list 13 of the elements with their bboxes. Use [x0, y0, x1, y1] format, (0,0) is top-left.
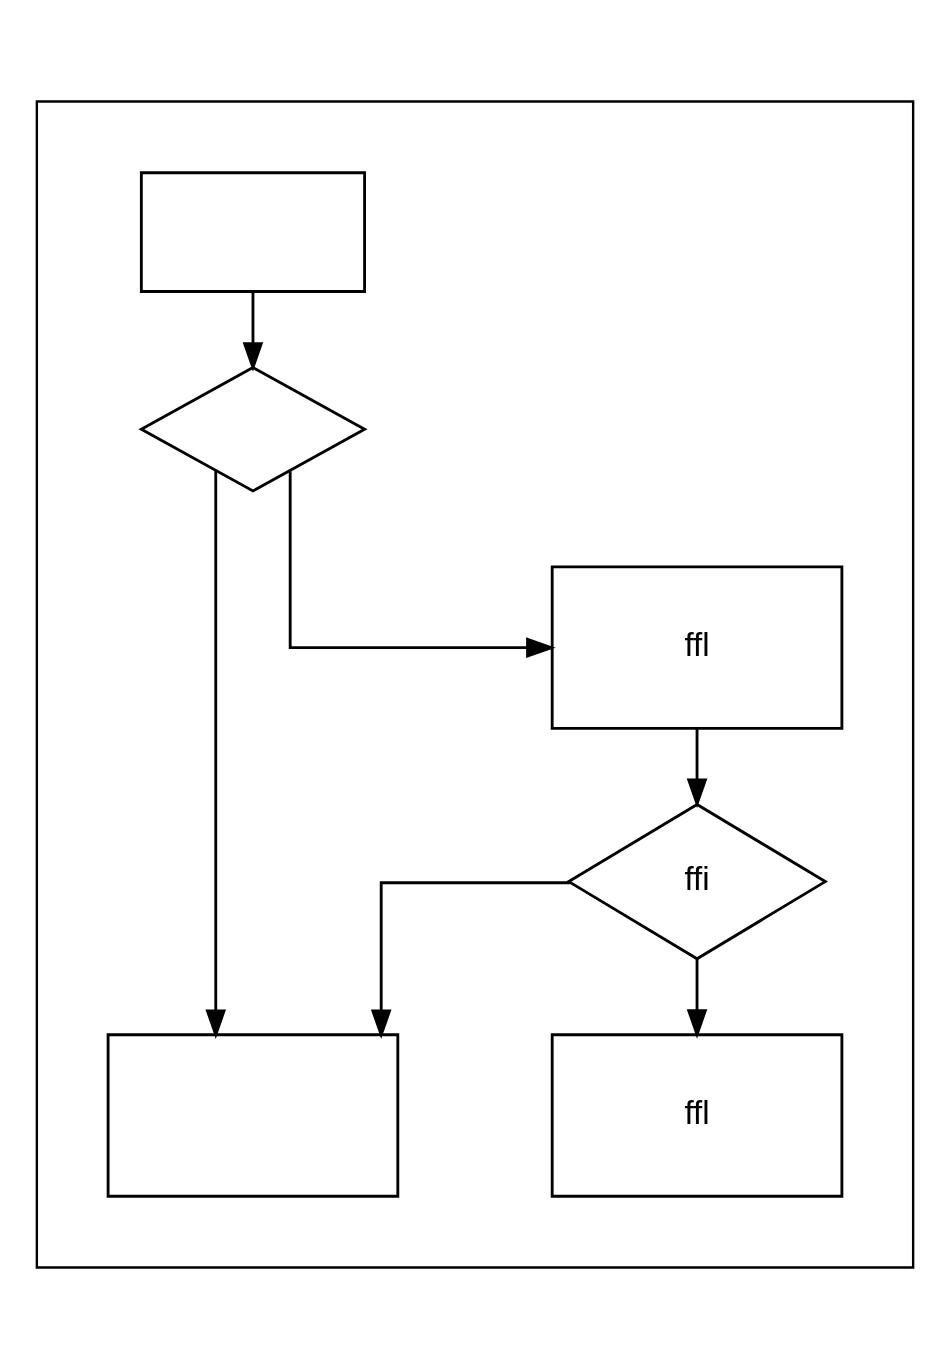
arrow — [686, 728, 708, 809]
arrow — [288, 471, 556, 658]
node-diamond: ffi — [566, 802, 829, 961]
arrow — [205, 471, 227, 1039]
arrow — [370, 881, 571, 1040]
arrow — [686, 958, 708, 1039]
arrow — [242, 292, 264, 372]
node-box — [106, 1033, 400, 1198]
node-box: ffl — [550, 1033, 844, 1198]
node-diamond — [138, 365, 368, 493]
node-box — [139, 171, 366, 293]
node-box: ffl — [550, 565, 844, 730]
cluster — [35, 100, 915, 1269]
